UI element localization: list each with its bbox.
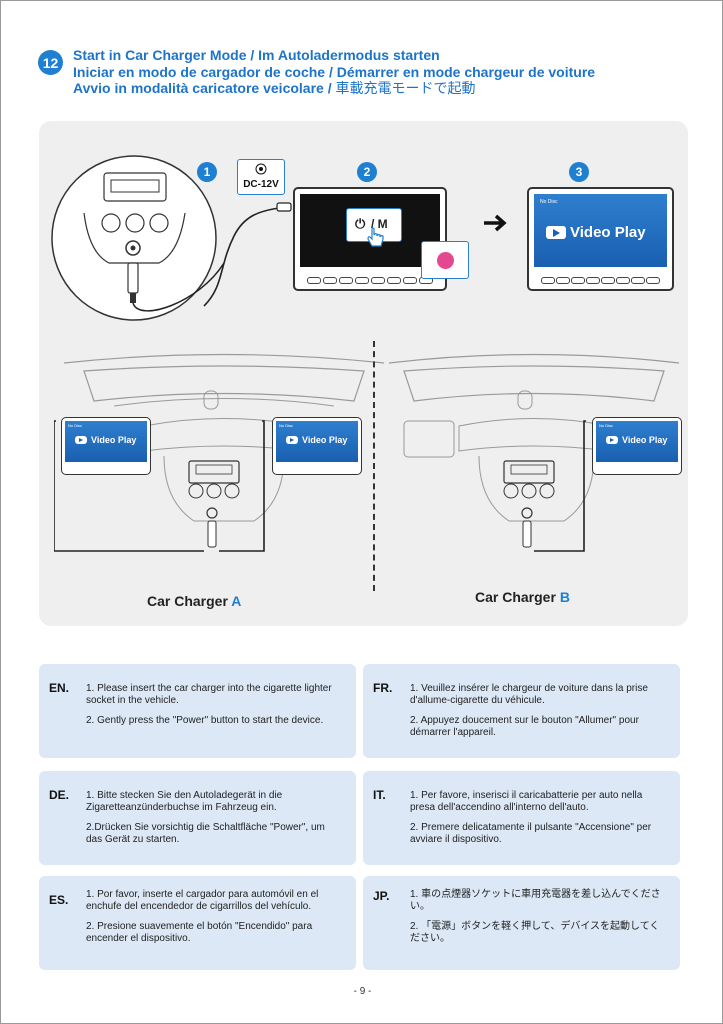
car-interior-b-illustration	[388, 353, 680, 552]
lang-code: DE.	[49, 788, 70, 802]
monitor-screen-on: No Disc Video Play	[534, 194, 667, 267]
screen-video-play: Video Play	[546, 224, 646, 241]
monitor-video-play: No Disc Video Play	[527, 187, 674, 291]
title-japanese: 車載充電モードで起動	[335, 80, 476, 96]
screen-video-play: Video Play	[606, 435, 667, 445]
dashed-divider	[373, 341, 375, 591]
illustration-panel: 1 2 3 DC-12V ⏻ / M	[39, 121, 688, 626]
lang-code: JP.	[373, 889, 390, 903]
monitor-b: No Disc Video Play	[592, 417, 682, 475]
title-line-1: Start in Car Charger Mode / Im Autolader…	[73, 47, 440, 63]
screen-corner-text: No Disc	[540, 199, 558, 205]
hand-pointer-icon	[367, 227, 384, 247]
instruction-steps: 1. Veuillez insérer le chargeur de voitu…	[410, 683, 648, 738]
indicator-callout	[421, 241, 469, 279]
instruction-steps: 1. Per favore, inserisci il caricabatter…	[410, 790, 652, 845]
power-button-callout: ⏻ / M	[346, 208, 402, 247]
lang-code: FR.	[373, 681, 393, 695]
instruction-card-jp: JP. 1. 車の点煙器ソケットに車用充電器を差し込んでください。2. 「電源」…	[363, 876, 680, 970]
power-button-label: / M	[371, 217, 388, 231]
step-3-marker: 3	[569, 162, 589, 182]
play-icon	[546, 226, 566, 239]
caption-car-charger-a: Car Charger A	[147, 593, 242, 609]
dc-label: DC-12V	[243, 179, 279, 190]
dc-input-callout: DC-12V	[237, 159, 285, 195]
power-cable	[203, 202, 292, 307]
instruction-card-fr: FR. 1. Veuillez insérer le chargeur de v…	[363, 664, 680, 758]
instruction-card-de: DE. 1. Bitte stecken Sie den Autoladeger…	[39, 771, 356, 865]
dc-jack-icon	[255, 163, 267, 175]
play-icon	[606, 436, 618, 444]
instruction-card-es: ES. 1. Por favor, inserte el cargador pa…	[39, 876, 356, 970]
monitor-a-right: No Disc Video Play	[272, 417, 362, 475]
screen-video-play: Video Play	[75, 435, 136, 445]
page-number: - 9 -	[353, 986, 372, 997]
instruction-steps: 1. Please insert the car charger into th…	[86, 683, 332, 726]
power-icon: ⏻	[355, 216, 366, 231]
monitor-buttons	[307, 273, 433, 285]
lang-code: IT.	[373, 788, 386, 802]
instruction-steps: 1. 車の点煙器ソケットに車用充電器を差し込んでください。2. 「電源」ボタンを…	[410, 889, 661, 944]
play-icon	[75, 436, 87, 444]
step-2-marker: 2	[357, 162, 377, 182]
section-title: Start in Car Charger Mode / Im Autolader…	[73, 47, 595, 97]
monitor-b-screen: No Disc Video Play	[596, 421, 678, 462]
play-icon	[286, 436, 298, 444]
lang-code: ES.	[49, 893, 69, 907]
lang-code: EN.	[49, 681, 70, 695]
instruction-card-it: IT. 1. Per favore, inserisci il caricaba…	[363, 771, 680, 865]
instruction-card-en: EN. 1. Please insert the car charger int…	[39, 664, 356, 758]
instruction-steps: 1. Bitte stecken Sie den Autoladegerät i…	[86, 790, 325, 845]
title-line-2: Iniciar en modo de cargador de coche / D…	[73, 63, 596, 80]
car-interior-a-illustration	[54, 353, 385, 552]
monitor-a-right-screen: No Disc Video Play	[276, 421, 358, 462]
monitor-a-left: No Disc Video Play	[61, 417, 151, 475]
arrow-right-icon	[484, 214, 507, 232]
step-number-badge: 12	[38, 50, 63, 75]
title-line-3: Avvio in modalità caricatore veicolare /…	[73, 80, 476, 96]
dashboard-socket-illustration	[51, 155, 224, 321]
power-indicator-light	[437, 252, 454, 269]
monitor-a-left-screen: No Disc Video Play	[65, 421, 147, 462]
step-1-marker: 1	[197, 162, 217, 182]
screen-video-play: Video Play	[286, 435, 347, 445]
instruction-steps: 1. Por favor, inserte el cargador para a…	[86, 889, 319, 944]
monitor-buttons	[541, 273, 660, 285]
caption-car-charger-b: Car Charger B	[475, 589, 570, 605]
